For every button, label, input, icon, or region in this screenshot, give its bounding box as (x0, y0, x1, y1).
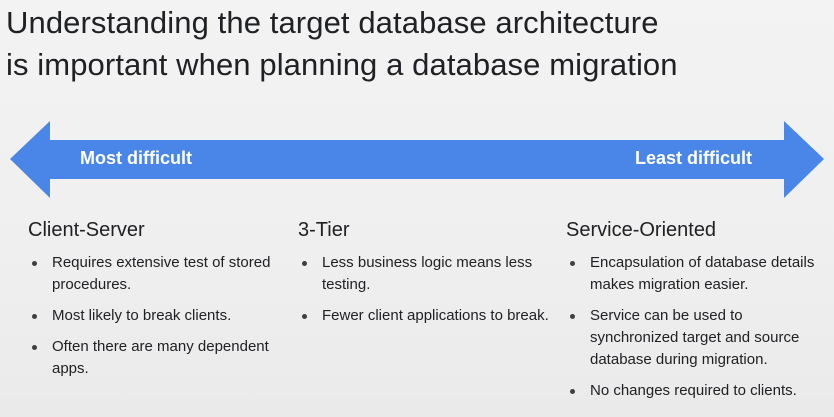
list-item-text: No changes required to clients. (590, 382, 797, 399)
column-service-oriented: Service-Oriented Encapsulation of databa… (566, 218, 828, 411)
most-difficult-label: Most difficult (80, 148, 192, 168)
list-item-text: Often there are many dependent apps. (52, 338, 269, 377)
bullet-list: Encapsulation of database details makes … (566, 252, 828, 402)
list-item: No changes required to clients. (566, 380, 828, 402)
list-item: Service can be used to synchronized targ… (566, 305, 828, 371)
column-3-tier: 3-Tier Less business logic means less te… (298, 218, 553, 336)
difficulty-arrow: Most difficult Least difficult (0, 118, 834, 204)
column-heading: Service-Oriented (566, 219, 717, 241)
slide-title-line-2: is important when planning a database mi… (6, 47, 678, 82)
slide-title-line-1: Understanding the target database archit… (6, 5, 659, 40)
list-item-text: Encapsulation of database details makes … (590, 254, 815, 293)
list-item-text: Most likely to break clients. (52, 307, 232, 324)
bullet-icon (302, 314, 307, 319)
list-item: Requires extensive test of stored proced… (28, 252, 278, 296)
column-client-server: Client-Server Requires extensive test of… (28, 218, 278, 389)
slide-title: Understanding the target database archit… (6, 2, 678, 86)
list-item: Fewer client applications to break. (298, 305, 553, 327)
bullet-icon (32, 314, 37, 319)
list-item-text: Fewer client applications to break. (322, 307, 549, 324)
bullet-icon (32, 261, 37, 266)
least-difficult-label: Least difficult (634, 148, 752, 168)
bullet-icon (32, 345, 37, 350)
bullet-icon (570, 314, 575, 319)
list-item-text: Requires extensive test of stored proced… (52, 254, 271, 293)
bullet-icon (570, 389, 575, 394)
bullet-list: Less business logic means less testing. … (298, 252, 553, 327)
bullet-icon (570, 261, 575, 266)
column-heading: Client-Server (28, 219, 145, 241)
list-item: Encapsulation of database details makes … (566, 252, 828, 296)
arrow-shape (10, 121, 824, 198)
bullet-icon (302, 261, 307, 266)
list-item: Most likely to break clients. (28, 305, 278, 327)
list-item: Less business logic means less testing. (298, 252, 553, 296)
list-item-text: Less business logic means less testing. (322, 254, 533, 293)
list-item: Often there are many dependent apps. (28, 336, 278, 380)
list-item-text: Service can be used to synchronized targ… (590, 307, 800, 368)
bullet-list: Requires extensive test of stored proced… (28, 252, 278, 380)
column-heading: 3-Tier (298, 219, 350, 241)
double-headed-arrow-icon (10, 121, 824, 198)
